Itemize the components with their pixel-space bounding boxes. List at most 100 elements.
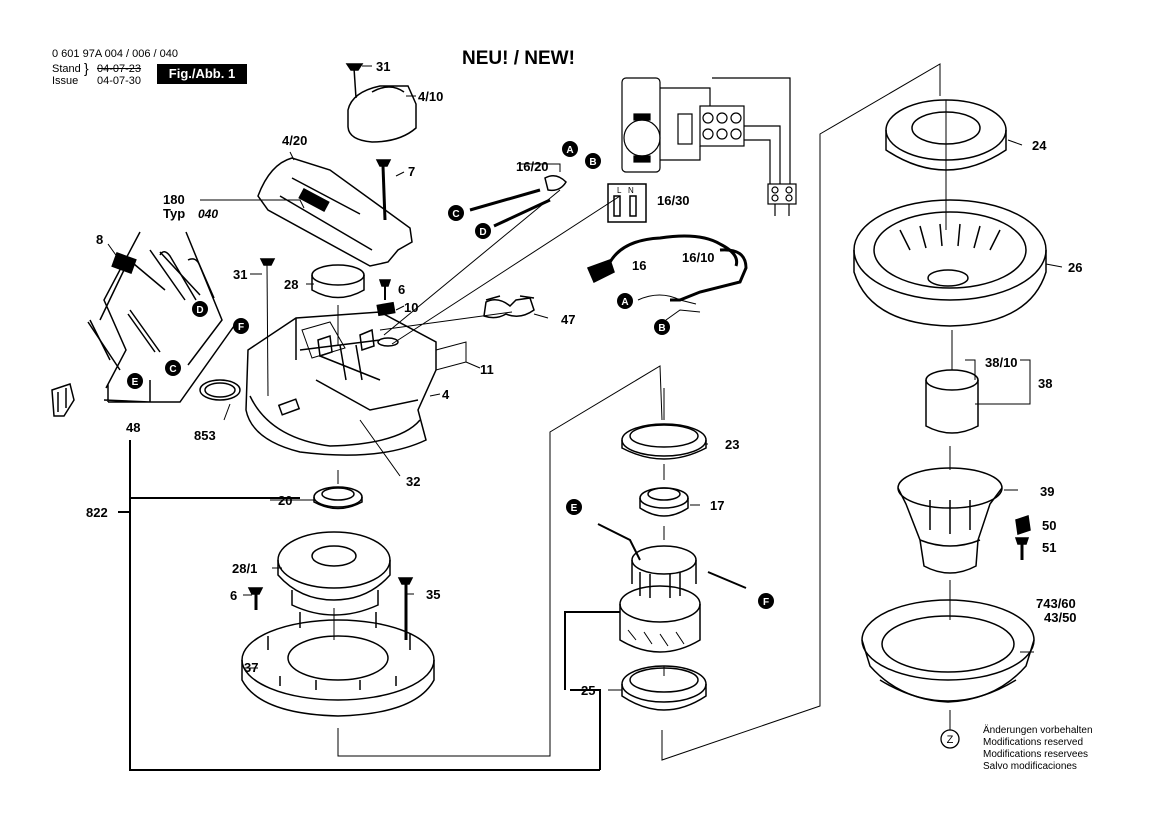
label-39: 39	[1040, 484, 1054, 499]
label-4-20: 4/20	[282, 133, 307, 148]
connector-c-2: C	[165, 360, 181, 376]
figure-label: Fig./Abb. 1	[157, 64, 247, 84]
svg-text:C: C	[452, 209, 459, 220]
switch-l: L	[617, 186, 622, 195]
label-11: 11	[480, 362, 494, 377]
label-25: 25	[581, 683, 595, 698]
screw-35	[397, 577, 414, 640]
label-4-10: 4/10	[418, 89, 443, 104]
label-16-30: 16/30	[657, 193, 690, 208]
svg-text:A: A	[621, 297, 628, 308]
label-31-top: 31	[376, 59, 390, 74]
brace: }	[84, 60, 89, 76]
label-180: 180	[163, 192, 185, 207]
wiring-schematic	[621, 77, 797, 216]
label-20: 20	[278, 493, 292, 508]
ring-20	[313, 486, 363, 510]
label-37: 37	[244, 660, 258, 675]
connector-c-1: C	[448, 205, 464, 221]
housing-4	[245, 311, 437, 456]
stand-label: Stand	[52, 63, 81, 75]
connector-z: Z	[940, 729, 960, 749]
connector-d-1: D	[475, 223, 491, 239]
brushes-16-20	[469, 163, 567, 228]
svg-text:B: B	[658, 323, 665, 334]
screw-31-top	[345, 63, 364, 99]
switch-16-30	[607, 183, 647, 223]
label-23: 23	[725, 437, 739, 452]
switch-n: N	[628, 186, 634, 195]
label-11	[435, 341, 467, 371]
svg-text:E: E	[571, 503, 578, 514]
connector-f-2: F	[758, 593, 774, 609]
label-6b: 6	[230, 588, 237, 603]
label-4: 4	[442, 387, 450, 402]
screw-51	[1014, 537, 1030, 560]
svg-text:D: D	[479, 227, 486, 238]
label-16-10: 16/10	[682, 250, 715, 265]
svg-text:B: B	[589, 157, 596, 168]
label-26: 26	[1068, 260, 1082, 275]
screw-6b	[247, 587, 264, 610]
label-822: 822	[86, 505, 108, 520]
label-51: 51	[1042, 540, 1056, 555]
base-37	[241, 612, 435, 717]
label-47: 47	[561, 312, 575, 327]
ring-23	[621, 423, 707, 460]
leader-frames	[337, 63, 1031, 761]
screw-6	[376, 279, 396, 317]
filter-38-10	[925, 369, 979, 434]
switch-clip-8	[87, 249, 215, 371]
power-cord-16	[586, 234, 748, 321]
part-labels: 31 4/10 4/20 7 180 Typ 040 8 31 28 6 10 …	[86, 59, 1082, 698]
label-7: 7	[408, 164, 415, 179]
label-28-1: 28/1	[232, 561, 257, 576]
cage-39	[897, 467, 1003, 574]
label-743-60: 743/60	[1036, 596, 1076, 611]
stand-date: 04-07-23	[97, 63, 142, 75]
label-38-10: 38/10	[985, 355, 1018, 370]
connector-e-2: E	[566, 499, 582, 515]
disc-28	[311, 264, 365, 345]
label-typ-value: 040	[198, 207, 218, 221]
label-853: 853	[194, 428, 216, 443]
ring-17	[639, 487, 689, 517]
axis-lines	[333, 100, 953, 730]
label-16: 16	[632, 258, 646, 273]
issue-label: Issue	[52, 75, 79, 87]
connector-d-2: D	[192, 301, 208, 317]
connector-a-1: A	[562, 141, 578, 157]
note-fr: Modifications reservees	[983, 749, 1089, 760]
label-17: 17	[710, 498, 724, 513]
note-es: Salvo modificaciones	[983, 761, 1077, 772]
cap-4-10	[347, 85, 417, 143]
connector-e-1: E	[127, 373, 143, 389]
modification-notes: Änderungen vorbehalten Modifications res…	[983, 725, 1093, 773]
label-16-20: 16/20	[516, 159, 549, 174]
issue-date: 04-07-30	[97, 75, 142, 87]
frame-lines	[118, 440, 620, 771]
connector-f-1: F	[233, 318, 249, 334]
label-leaders	[107, 65, 1063, 691]
label-31: 31	[233, 267, 247, 282]
svg-text:A: A	[566, 145, 573, 156]
motor	[597, 523, 747, 653]
connector-markers: A B C D A B D F C E E F Z	[127, 141, 960, 749]
label-50: 50	[1042, 518, 1056, 533]
filter-housing-26	[853, 199, 1047, 327]
svg-text:Z: Z	[947, 734, 954, 746]
clamp-853	[199, 379, 241, 401]
flange-28-1	[277, 531, 391, 616]
bowl-743-60	[861, 599, 1035, 703]
connector-b-2: B	[654, 319, 670, 335]
svg-text:E: E	[132, 377, 139, 388]
screw-7	[375, 159, 392, 221]
label-24: 24	[1032, 138, 1047, 153]
label-8: 8	[96, 232, 103, 247]
screw-31	[259, 258, 276, 397]
connector-b-1: B	[585, 153, 601, 169]
new-label: NEU! / NEW!	[462, 48, 575, 69]
note-en: Modifications reserved	[983, 737, 1084, 748]
svg-text:F: F	[763, 597, 769, 608]
